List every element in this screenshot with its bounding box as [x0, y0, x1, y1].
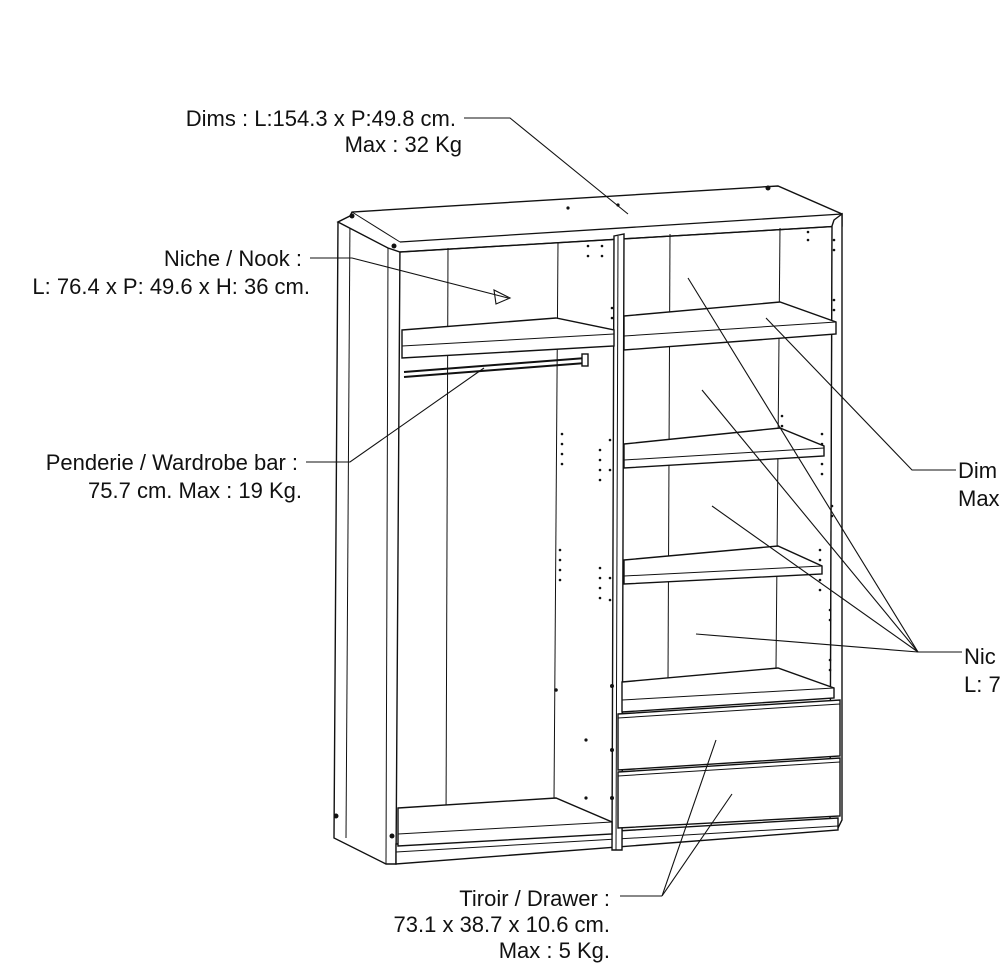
left-side-panel [333, 215, 401, 865]
annotation-labels: Dims : L:154.3 x P:49.8 cm. Max : 32 Kg … [32, 106, 1000, 963]
leader-drawer [620, 739, 733, 897]
leader-right-shelf [765, 317, 956, 471]
label-drawer-line3: Max : 5 Kg. [499, 938, 610, 963]
label-wardrobe-bar-line1: Penderie / Wardrobe bar : [46, 450, 298, 475]
label-right-shelf-line2: Max [958, 486, 1000, 511]
label-right-niche-line2: L: 7 [964, 672, 1000, 697]
label-drawer-line2: 73.1 x 38.7 x 10.6 cm. [394, 912, 610, 937]
label-niche-left-line1: Niche / Nook : [164, 246, 302, 271]
right-shelf-2 [623, 427, 825, 469]
right-shelf-3 [623, 545, 823, 585]
drawer-top [617, 699, 841, 771]
leader-wardrobe-bar [306, 367, 485, 463]
label-top-dims-line2: Max : 32 Kg [345, 132, 462, 157]
label-drawer-line1: Tiroir / Drawer : [459, 886, 610, 911]
center-divider [611, 233, 625, 851]
arrow-head-icon [493, 289, 512, 305]
label-top-dims-line1: Dims : L:154.3 x P:49.8 cm. [186, 106, 456, 131]
leader-lines [306, 117, 962, 897]
wardrobe-cabinet [333, 185, 843, 865]
wardrobe-bar [403, 353, 589, 378]
right-shelf-1 [623, 301, 837, 351]
label-wardrobe-bar-line2: 75.7 cm. Max : 19 Kg. [88, 478, 302, 503]
label-right-niche-line1: Nic [964, 644, 996, 669]
label-niche-left-line2: L: 76.4 x P: 49.6 x H: 36 cm. [32, 274, 310, 299]
leader-right-niche [687, 277, 962, 653]
leader-top-dims [464, 117, 629, 215]
drawer-bottom [617, 757, 841, 829]
label-right-shelf-line1: Dim [958, 458, 997, 483]
leader-niche-left [310, 257, 509, 299]
left-shelf [401, 317, 615, 359]
shelf-pin-holes [558, 230, 836, 672]
